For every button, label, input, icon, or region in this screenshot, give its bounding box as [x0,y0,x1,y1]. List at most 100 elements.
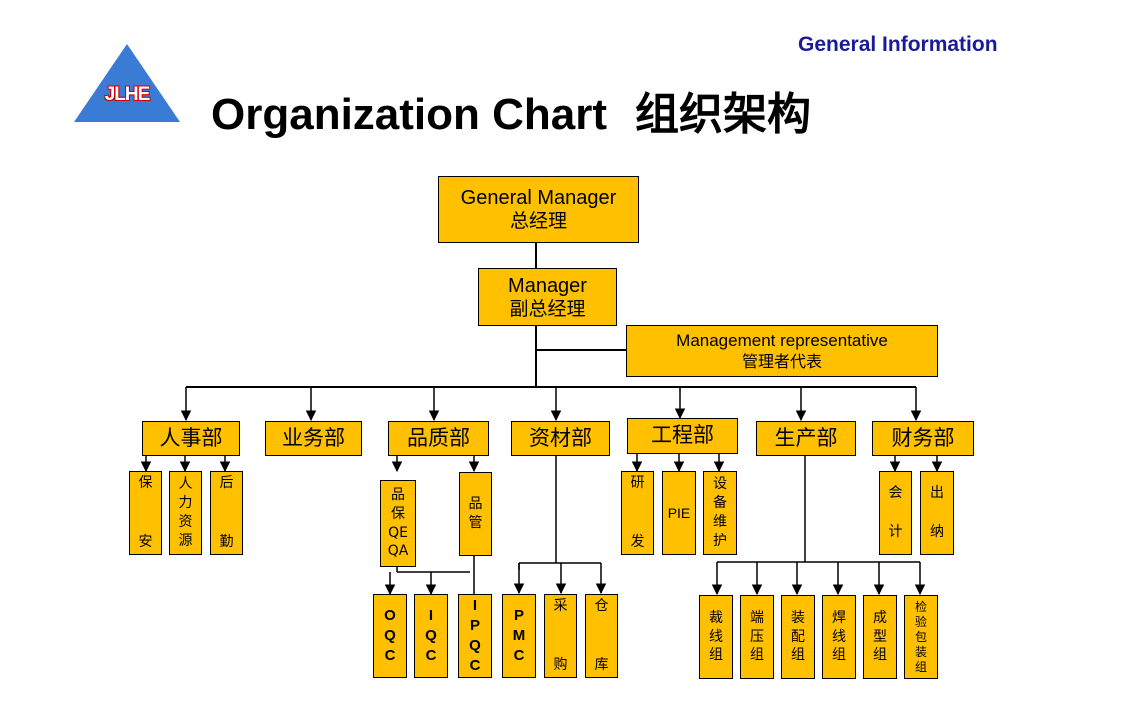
char: 线 [832,628,846,645]
char: 维 [713,514,727,530]
prod-inspection-packing: 检验包装组 [904,595,938,679]
char: C [469,657,481,675]
general-manager-box: General Manager 总经理 [438,176,639,243]
char: 力 [178,495,193,512]
char: 护 [713,532,727,549]
char: I [472,596,478,614]
char: 纳 [930,524,944,541]
char: 组 [914,659,927,674]
char: C [513,647,525,665]
char: 购 [553,657,568,674]
char: 配 [791,628,805,645]
char: 裁 [709,609,723,626]
gm-title-cn: 总经理 [509,210,567,233]
char: 装 [914,644,927,659]
char: 焊 [832,609,846,626]
char: 会 [888,485,903,502]
gm-title-en: General Manager [460,187,617,210]
company-logo [74,44,180,122]
char: 保 [391,505,405,522]
dept-engineering: 工程部 [627,418,738,454]
char: 仓 [594,598,609,614]
char: 设 [713,476,727,493]
char: 计 [888,524,903,541]
manager-title-cn: 副总经理 [509,297,586,320]
char: 组 [873,647,887,664]
char: C [384,647,396,665]
char: I [428,606,434,624]
char: 型 [873,628,887,645]
char: 成 [873,609,887,626]
prod-crimping: 端压组 [740,595,774,679]
char: 发 [630,534,645,551]
char: 验 [914,614,927,629]
char: 安 [138,534,153,551]
char: QA [387,543,409,560]
char: 人 [178,476,193,493]
char: 后 [219,475,234,491]
manager-title-en: Manager [508,274,587,297]
quality-control: 品管 [459,472,492,556]
char: Q [384,626,396,644]
char: O [384,606,396,624]
section-label: General Information [798,33,998,56]
hr-logistics: 后勤 [210,471,243,555]
char: 装 [791,609,805,626]
title-chinese: 组织架构 [635,89,812,140]
materials-warehouse: 仓库 [585,594,618,678]
char: 组 [832,647,846,664]
rep-title-en: Management representative [676,331,888,351]
title-english: Organization Chart [211,90,608,139]
eng-pie: PIE [662,471,696,555]
char: 采 [553,598,568,614]
prod-assembly: 装配组 [781,595,815,679]
fin-cashier: 出纳 [920,471,954,555]
dept-sales: 业务部 [265,421,362,456]
char: C [425,647,437,665]
char: 出 [930,485,944,502]
char: 组 [709,647,723,664]
char: P [469,616,480,634]
materials-purchasing: 采购 [544,594,577,678]
char: 研 [630,475,645,491]
dept-quality: 品质部 [388,421,489,456]
char: QE [388,524,408,541]
char: Q [469,637,481,654]
manager-box: Manager 副总经理 [478,268,617,326]
dept-production: 生产部 [756,421,856,456]
char: 库 [594,657,609,674]
char: 组 [791,647,805,664]
prod-molding: 成型组 [863,595,897,679]
char: Q [425,626,437,644]
char: 品 [468,496,483,513]
logo-text: JLHE [104,84,151,105]
rep-title-cn: 管理者代表 [741,351,822,371]
quality-assurance: 品保 QE QA [380,480,416,567]
char: M [512,626,526,644]
dept-hr: 人事部 [142,421,240,456]
char: 资 [178,514,193,530]
eng-maintenance: 设备维护 [703,471,737,555]
char: 端 [750,609,764,626]
char: 压 [750,628,764,645]
page-title: Organization Chart 组织架构 [211,78,811,142]
char: 勤 [219,534,234,551]
dept-finance: 财务部 [872,421,974,456]
char: 包 [914,629,927,644]
prod-cutting: 裁线组 [699,595,733,679]
char: P [513,606,524,624]
char: 备 [713,495,727,512]
hr-human-resources: 人力资源 [169,471,202,555]
fin-accounting: 会计 [879,471,912,555]
char: 组 [750,647,764,664]
management-rep-box: Management representative 管理者代表 [626,325,938,377]
hr-security: 保安 [129,471,162,555]
char: 品 [391,486,405,503]
dept-materials: 资材部 [511,421,610,456]
char: PIE [667,504,691,521]
